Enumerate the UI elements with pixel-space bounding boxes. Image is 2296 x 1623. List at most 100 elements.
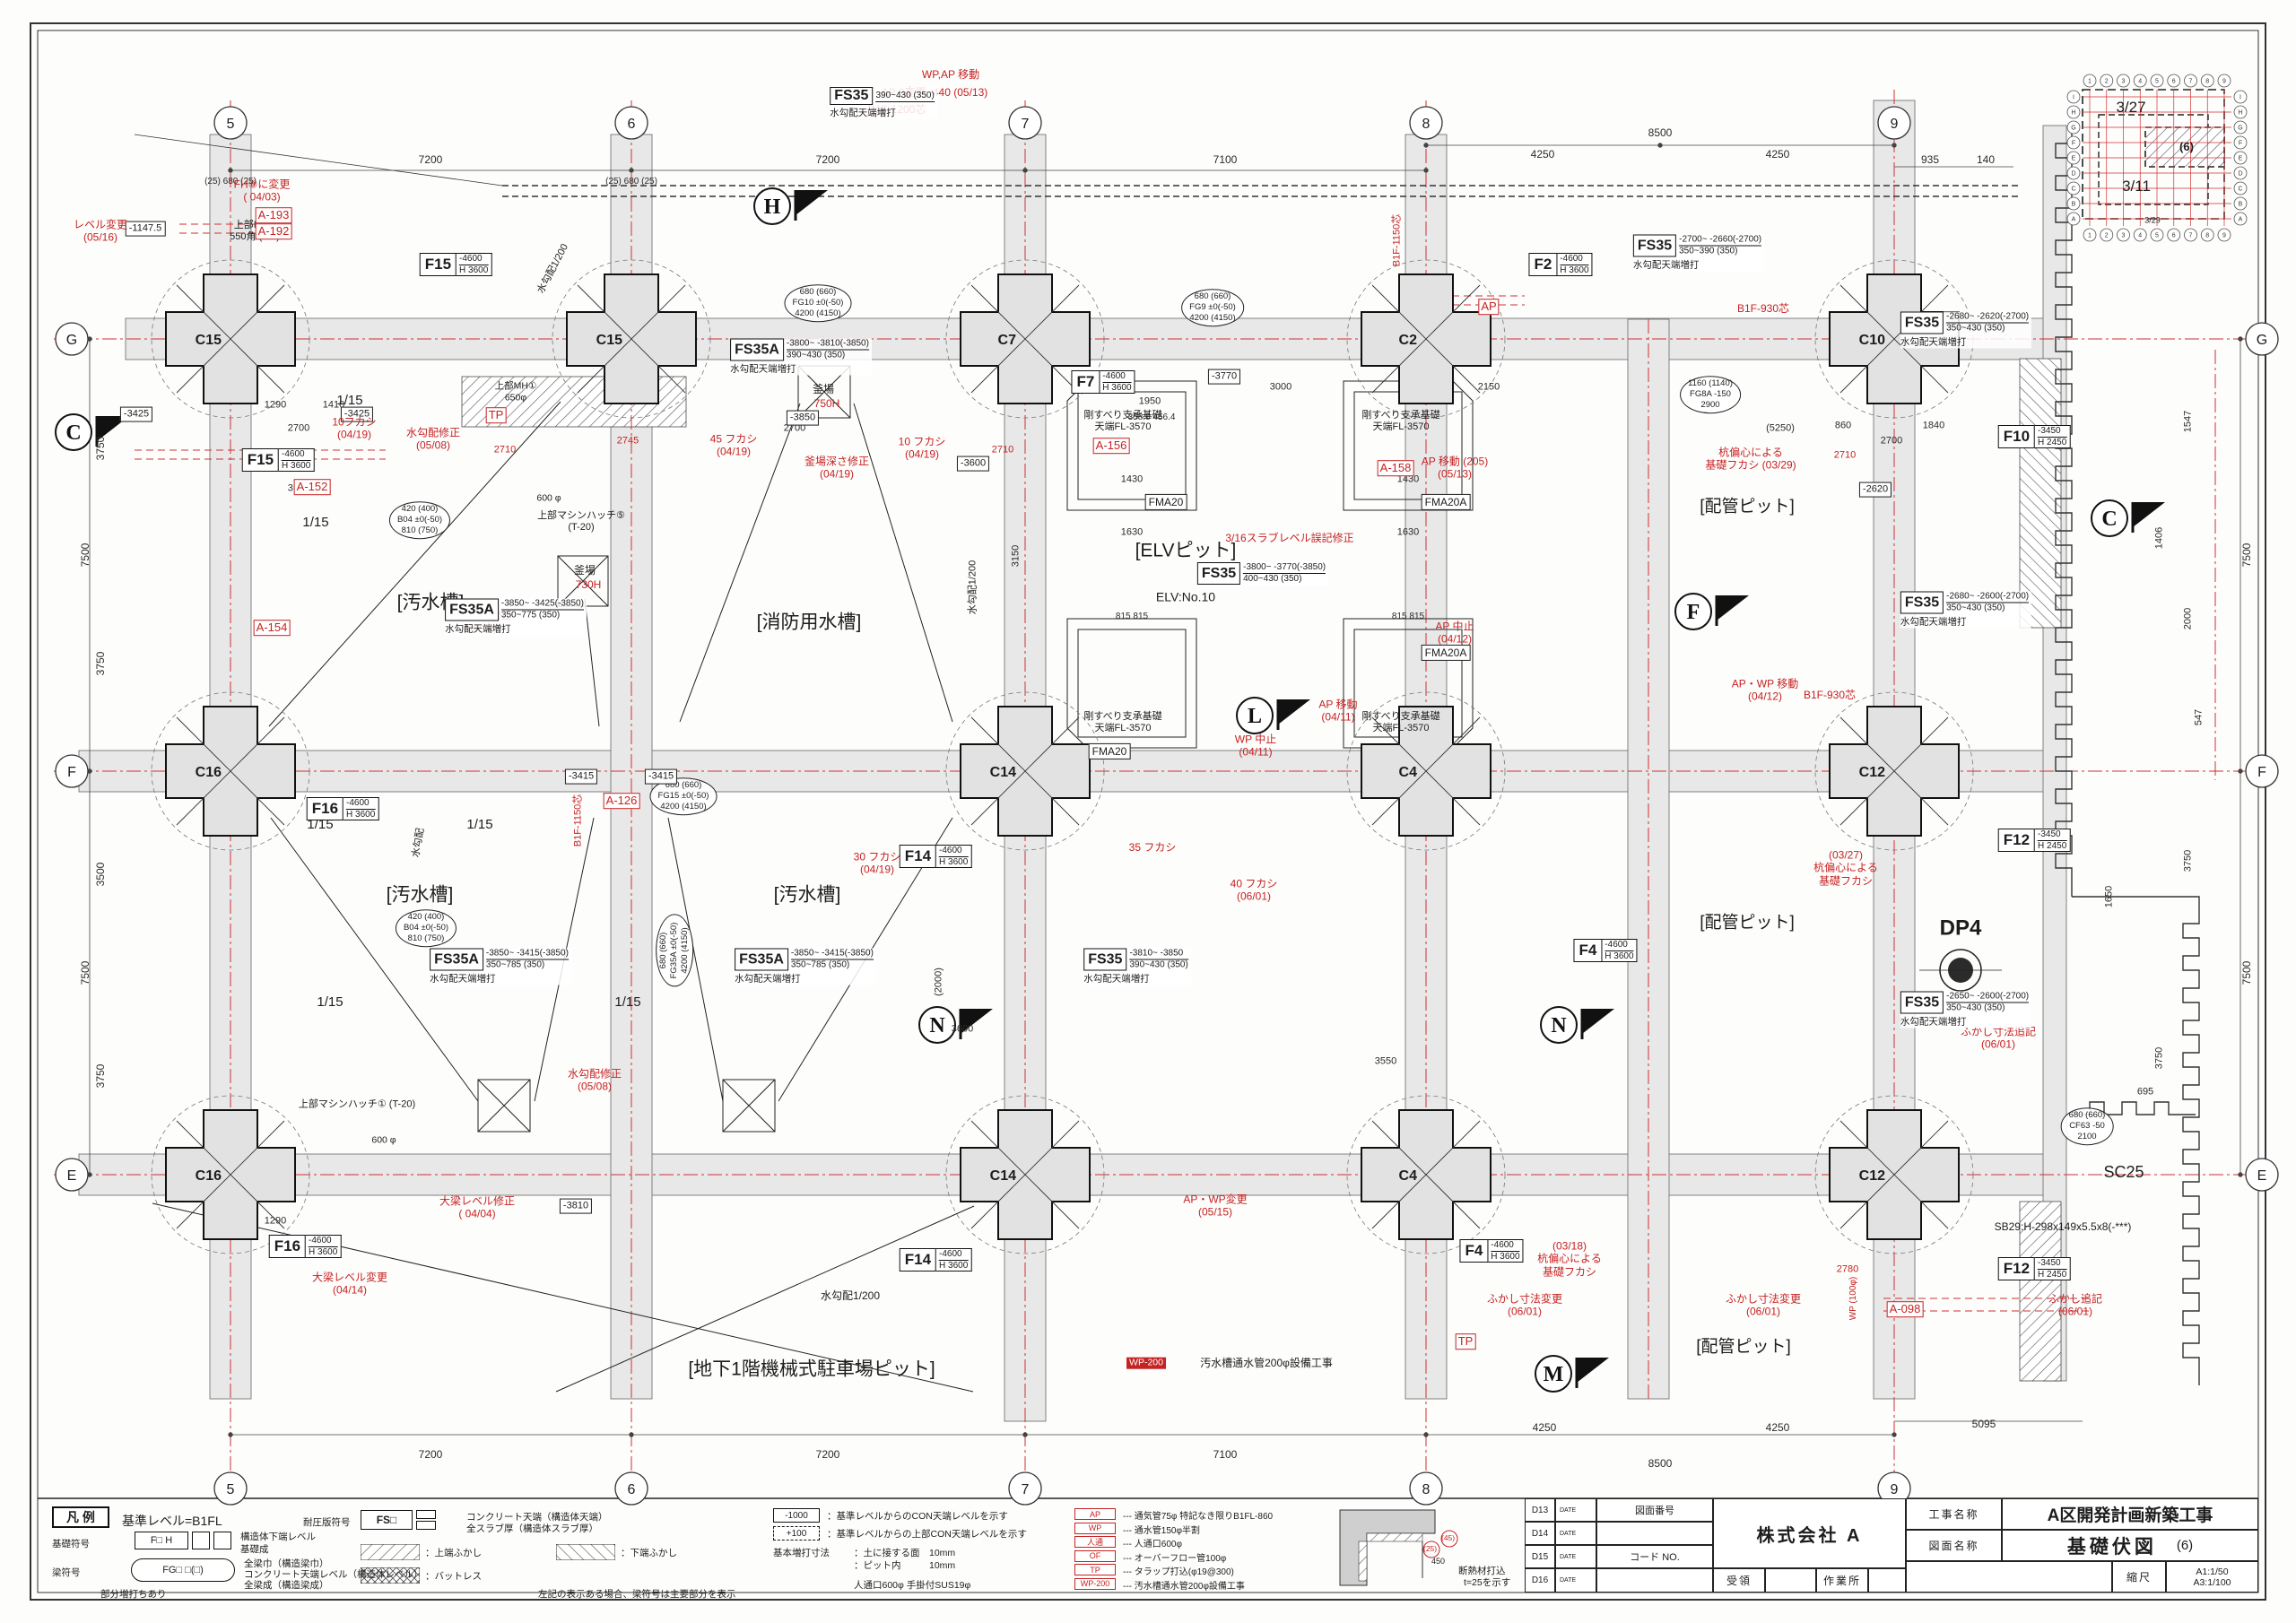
svg-text:C12: C12 — [1859, 765, 1885, 780]
svg-text:9: 9 — [2222, 233, 2226, 239]
pit-geometry — [152, 365, 1474, 1393]
svg-text:C10: C10 — [1859, 333, 1885, 348]
svg-text:F: F — [67, 765, 76, 780]
svg-text:9: 9 — [1891, 1482, 1899, 1497]
svg-text:3: 3 — [2122, 79, 2126, 85]
svg-text:2: 2 — [2105, 233, 2109, 239]
svg-text:C14: C14 — [990, 765, 1016, 780]
svg-text:F: F — [2072, 141, 2075, 147]
dp4-drain — [1919, 949, 2002, 992]
dimension-lines — [87, 143, 2243, 1437]
svg-text:8: 8 — [1422, 117, 1431, 132]
project-label: 工事名称 — [1906, 1498, 2002, 1530]
svg-text:H: H — [2071, 110, 2075, 117]
keyplan-upper-sheet: 3/27 — [2116, 98, 2146, 116]
site-boundary — [2055, 126, 2200, 1385]
svg-text:6: 6 — [628, 117, 636, 132]
svg-text:I: I — [2073, 95, 2074, 101]
svg-text:4: 4 — [2138, 79, 2142, 85]
svg-text:E: E — [2239, 156, 2243, 162]
idtable-cell: DATE — [1555, 1545, 1596, 1568]
svg-text:N: N — [929, 1014, 945, 1037]
keyplan-box — [2082, 89, 2225, 220]
column-C16: C16 — [151, 1095, 310, 1254]
section-marker-N: N — [1540, 1006, 1614, 1044]
drawing-label: 図面名称 — [1906, 1530, 2002, 1561]
section-marker-N: N — [918, 1006, 993, 1044]
idtable-cell: 図面番号 — [1596, 1498, 1713, 1522]
idtable-cell: コード NO. — [1596, 1545, 1713, 1568]
svg-text:B: B — [2072, 202, 2076, 208]
svg-text:A: A — [2072, 217, 2076, 223]
scale-a3: A3:1/100 — [2193, 1576, 2231, 1588]
svg-text:7: 7 — [1022, 117, 1030, 132]
svg-text:I: I — [2239, 95, 2241, 101]
receipt-value — [1765, 1568, 1816, 1593]
svg-text:1: 1 — [2088, 79, 2092, 85]
fukashi-hatch — [461, 358, 2062, 1382]
svg-text:C12: C12 — [1859, 1168, 1885, 1184]
svg-text:5: 5 — [2155, 233, 2159, 239]
idtable-cell: D13 — [1525, 1498, 1555, 1522]
keyplan-current-sheet: (6) — [2179, 140, 2194, 154]
svg-text:8: 8 — [2205, 233, 2209, 239]
svg-text:C16: C16 — [196, 765, 222, 780]
svg-text:C: C — [2238, 187, 2242, 193]
scale-label: 縮尺 — [2112, 1561, 2166, 1593]
drawing-name-text: 基礎伏図 — [2066, 1536, 2157, 1558]
column-C15: C15 — [552, 259, 711, 419]
svg-text:G: G — [2071, 126, 2075, 132]
svg-text:C15: C15 — [196, 333, 222, 348]
svg-text:A: A — [2239, 217, 2243, 223]
company-cell: 株式会社 A — [1713, 1498, 1906, 1568]
drawing-name: 基礎伏図 (6) — [2002, 1530, 2258, 1561]
idtable-cell — [1596, 1522, 1713, 1545]
svg-text:8: 8 — [1422, 1482, 1431, 1497]
column-C2: C2 — [1346, 259, 1506, 419]
column-C4: C4 — [1346, 1095, 1506, 1254]
svg-text:C15: C15 — [596, 333, 622, 348]
svg-text:H: H — [764, 195, 781, 219]
svg-text:9: 9 — [2222, 79, 2226, 85]
section-marker-F: F — [1674, 593, 1749, 630]
svg-text:D: D — [2238, 171, 2242, 178]
svg-text:F: F — [2257, 765, 2266, 780]
svg-text:7: 7 — [2189, 233, 2193, 239]
scale-values: A1:1/50 A3:1/100 — [2166, 1561, 2258, 1593]
svg-text:4: 4 — [2138, 233, 2142, 239]
svg-text:F: F — [2239, 141, 2242, 147]
section-marker-H: H — [753, 187, 828, 225]
svg-text:C2: C2 — [1399, 333, 1418, 348]
section-marker-M: M — [1535, 1355, 1609, 1393]
office-value — [1868, 1568, 1906, 1593]
svg-text:C14: C14 — [990, 1168, 1016, 1184]
svg-text:N: N — [1551, 1014, 1567, 1037]
svg-text:5: 5 — [227, 117, 235, 132]
keyplan-lower-sheet: 3/11 — [2122, 177, 2151, 195]
sheet-number: (6) — [2176, 1538, 2194, 1553]
column-C15: C15 — [151, 259, 310, 419]
svg-text:6: 6 — [2172, 79, 2176, 85]
idtable-cell: DATE — [1555, 1498, 1596, 1522]
section-marker-L: L — [1236, 697, 1310, 734]
company-name: 株式会社 A — [1756, 1525, 1863, 1546]
idtable-cell — [1596, 1568, 1713, 1593]
svg-text:6: 6 — [628, 1482, 636, 1497]
svg-text:C7: C7 — [998, 333, 1017, 348]
svg-text:5: 5 — [2155, 79, 2159, 85]
svg-text:M: M — [1544, 1363, 1564, 1386]
receipt-label: 受領 — [1713, 1568, 1765, 1593]
svg-text:3: 3 — [2122, 233, 2126, 239]
svg-text:C4: C4 — [1399, 1168, 1418, 1184]
svg-text:B: B — [2239, 202, 2243, 208]
svg-text:C: C — [2101, 508, 2117, 531]
svg-text:7: 7 — [1022, 1482, 1030, 1497]
column-C12: C12 — [1814, 691, 1974, 851]
column-C14: C14 — [945, 1095, 1105, 1254]
column-C4: C4 — [1346, 691, 1506, 851]
svg-text:C4: C4 — [1399, 765, 1418, 780]
idtable-cell: D14 — [1525, 1522, 1555, 1545]
